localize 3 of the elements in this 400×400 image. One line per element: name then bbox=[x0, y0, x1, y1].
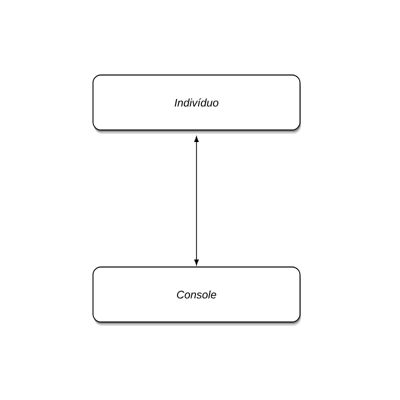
process-box: Console bbox=[92, 266, 302, 326]
process-box: Indivíduo bbox=[92, 74, 302, 134]
arrow bbox=[194, 136, 199, 266]
